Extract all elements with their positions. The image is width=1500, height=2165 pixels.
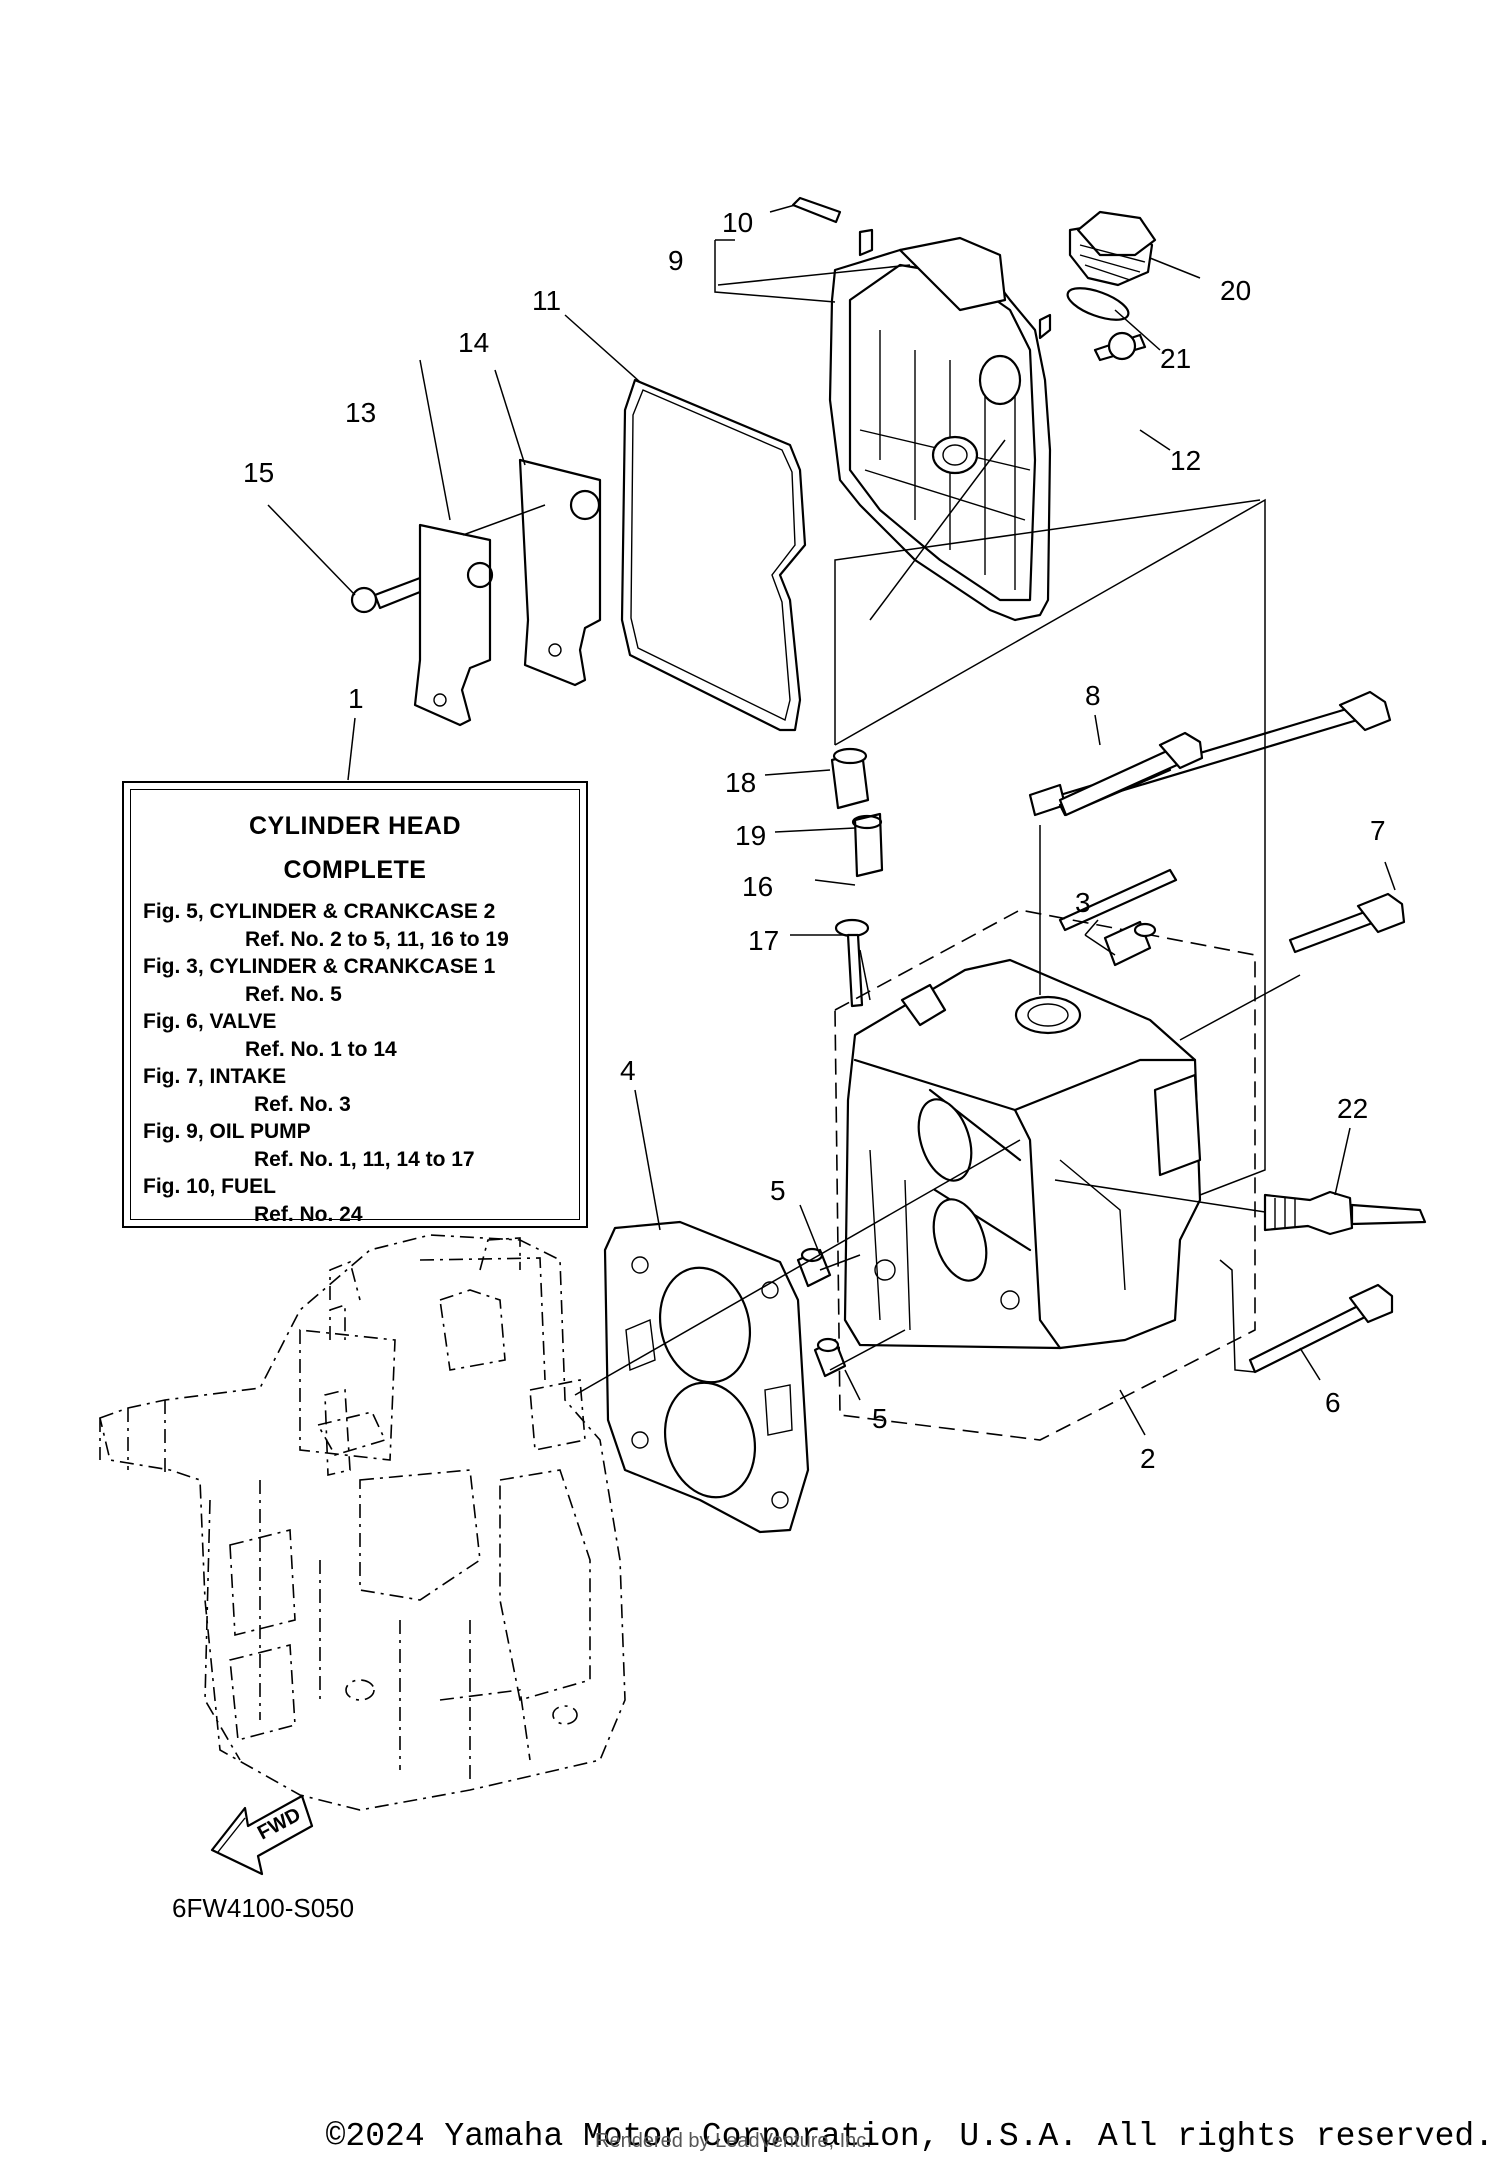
cylinder-head-group-box: [834, 909, 1256, 1441]
reference-box: CYLINDER HEAD COMPLETE Fig. 5, CYLINDER …: [122, 781, 588, 1228]
reference-fig: Fig. 9, OIL PUMP: [143, 1120, 311, 1143]
reference-box-title-line1: CYLINDER HEAD: [248, 812, 462, 840]
reference-fig: Fig. 3, CYLINDER & CRANKCASE 1: [143, 955, 496, 978]
callout-10: 10: [722, 207, 753, 238]
callout-9: 9: [668, 245, 684, 276]
reference-ref: Ref. No. 1, 11, 14 to 17: [254, 1147, 475, 1171]
fwd-arrow-icon: [210, 1794, 314, 1876]
reference-fig: Fig. 10, FUEL: [143, 1175, 277, 1198]
callout-14: 14: [458, 327, 489, 358]
reference-fig: Fig. 5, CYLINDER & CRANKCASE 2: [143, 900, 496, 923]
callout-5-upper: 5: [770, 1175, 786, 1206]
copyright-notice: ©2024 Yamaha Motor Corporation, U.S.A. A…: [325, 2118, 1494, 2155]
callout-13: 13: [345, 397, 376, 428]
rendered-by-notice: Rendered by LeadVenture, Inc.: [595, 2130, 872, 2152]
reference-box-title-line2: COMPLETE: [283, 856, 427, 884]
callout-18: 18: [725, 767, 756, 798]
callout-12: 12: [1170, 445, 1201, 476]
diagram-code: 6FW4100-S050: [172, 1893, 355, 1923]
dowel-pins: [796, 920, 1157, 1378]
callout-15: 15: [243, 457, 274, 488]
callout-3: 3: [1075, 887, 1091, 918]
reference-ref: Ref. No. 2 to 5, 11, 16 to 19: [245, 927, 509, 951]
plate-13: [413, 523, 494, 727]
callout-5-lower: 5: [872, 1403, 888, 1434]
callout-1: 1: [348, 683, 364, 714]
reference-ref: Ref. No. 24: [254, 1202, 363, 1226]
plate-14: [518, 458, 602, 687]
reference-ref: Ref. No. 1 to 14: [245, 1037, 397, 1061]
long-bolts: [1028, 690, 1406, 1374]
reference-ref: Ref. No. 3: [254, 1092, 351, 1116]
callout-20: 20: [1220, 275, 1251, 306]
callout-19: 19: [735, 820, 766, 851]
reference-entries: Fig. 5, CYLINDER & CRANKCASE 2 Ref. No. …: [143, 898, 567, 1228]
callout-16: 16: [742, 871, 773, 902]
cover-gasket: [620, 378, 807, 732]
small-bolts: [350, 196, 1147, 614]
assembly-lines: [462, 264, 1301, 1396]
cylinder-head-cover: [828, 228, 1052, 622]
callout-17: 17: [748, 925, 779, 956]
callout-8: 8: [1085, 680, 1101, 711]
oil-pump-parts: [830, 747, 884, 1008]
callout-21: 21: [1160, 343, 1191, 374]
callout-11: 11: [532, 285, 561, 316]
callout-6: 6: [1325, 1387, 1341, 1418]
callout-22: 22: [1337, 1093, 1368, 1124]
head-gasket: [603, 1220, 810, 1534]
cylinder-head: [843, 958, 1202, 1350]
callout-7: 7: [1370, 815, 1386, 846]
callout-labels: 1 2 3 4 5 5 6 7 8 9 10 11 12 13 14 15 16…: [243, 207, 1386, 1474]
callout-2: 2: [1140, 1443, 1156, 1474]
oil-filler-cap: [1066, 210, 1157, 321]
callout-4: 4: [620, 1055, 636, 1086]
reference-box-inner: CYLINDER HEAD COMPLETE Fig. 5, CYLINDER …: [130, 789, 580, 1226]
crankcase-reference-outline: [99, 1234, 626, 1811]
reference-fig: Fig. 7, INTAKE: [143, 1065, 287, 1088]
callout-leaders: [267, 204, 1396, 1436]
spark-plug: [1263, 1190, 1427, 1236]
reference-fig: Fig. 6, VALVE: [143, 1010, 277, 1033]
reference-ref: Ref. No. 5: [245, 982, 342, 1006]
